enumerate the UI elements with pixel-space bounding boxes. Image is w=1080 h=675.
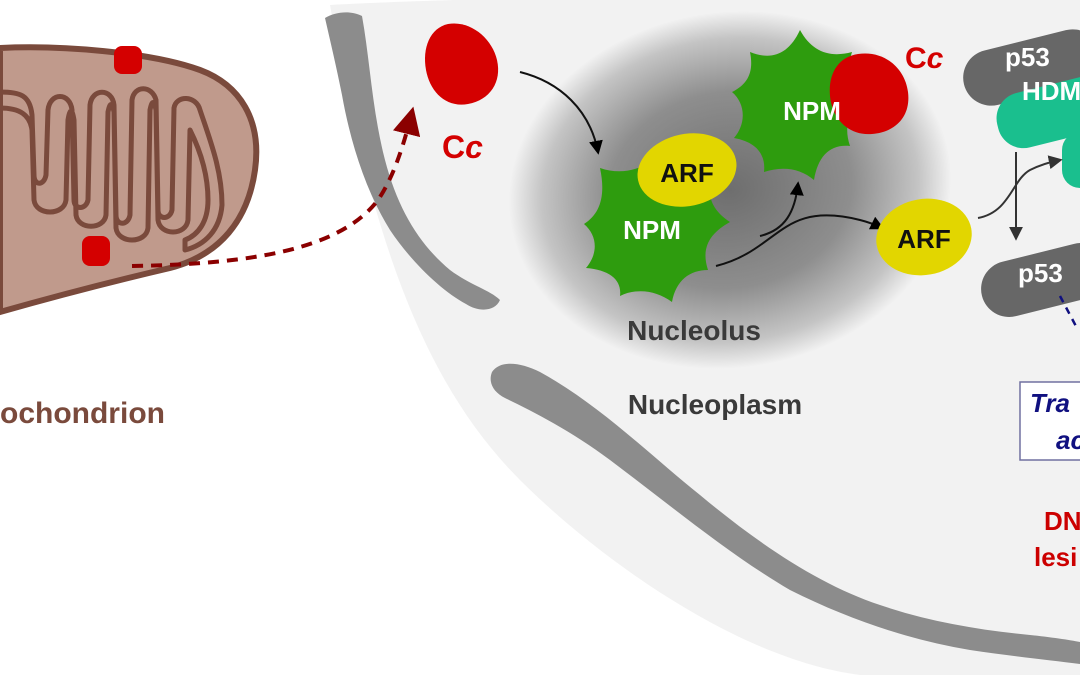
nucleoplasm-label: Nucleoplasm	[628, 389, 802, 420]
cytc-bound-label: Cc	[905, 42, 944, 75]
npm-top-label: NPM	[783, 96, 841, 126]
mitochondrion-label: ochondrion	[0, 397, 165, 430]
dna-lesion-line1: DN	[1044, 506, 1080, 536]
arf-free: ARF	[876, 198, 972, 276]
nucleolus-label: Nucleolus	[627, 315, 761, 346]
transcription-box-frame	[1019, 381, 1080, 461]
dna-lesion-line2: lesi	[1034, 542, 1077, 572]
arf-free-shape	[876, 198, 972, 276]
cytc-released-label: Cc	[442, 129, 483, 165]
npm-top-shape	[732, 30, 870, 180]
hdm-top-shape	[996, 75, 1080, 149]
npm-arf-complex: ARF NPM	[584, 133, 737, 302]
cytc-released: Cc	[424, 23, 499, 165]
mitochondrion: ochondrion	[0, 44, 260, 430]
nuclear-envelope-lower	[490, 363, 1080, 664]
arrow-cc-to-npm	[519, 71, 603, 155]
nuclear-envelope-upper	[325, 12, 500, 310]
transcription-label-line2: ac	[1056, 425, 1080, 455]
cytc-release-arrow	[131, 106, 421, 268]
arrow-npm-to-arf	[715, 214, 885, 267]
arf-free-label: ARF	[897, 224, 950, 254]
dashed-link-p53-transcription	[1058, 295, 1080, 331]
p53-free: p53	[981, 243, 1080, 317]
p53-bottom-label: p53	[1018, 258, 1063, 288]
p53-hdm-complex: p53 HDM	[963, 29, 1080, 188]
hdm-right-shape	[1062, 132, 1080, 188]
cytc-in-mito-top	[114, 46, 142, 74]
p53-bottom-shape	[981, 243, 1080, 317]
arrow-npm-up	[759, 181, 804, 237]
hdm-top-label: HDM	[1022, 76, 1080, 106]
arf-bound-shape	[637, 133, 737, 207]
cytc-released-shape	[424, 23, 499, 105]
npm-bottom-label: NPM	[623, 215, 681, 245]
mitochondrion-cristae	[0, 86, 225, 253]
arf-bound-label: ARF	[660, 158, 713, 188]
cytc-in-mito-bottom	[82, 236, 110, 266]
cytc-bound-shape	[829, 53, 909, 135]
transcription-box: Tra ac	[1019, 381, 1080, 461]
transcription-label-line1: Tra	[1030, 388, 1070, 418]
arrow-arf-to-hdm	[977, 155, 1063, 219]
p53-top-label: p53	[1005, 42, 1050, 72]
npm-cc-complex: NPM Cc	[732, 30, 944, 180]
